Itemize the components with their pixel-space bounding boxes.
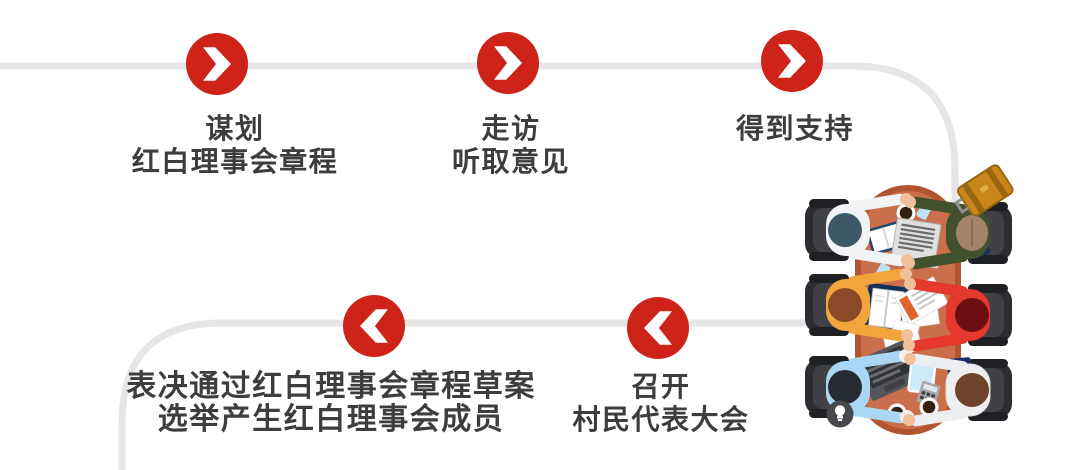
step-node-1 bbox=[186, 33, 248, 95]
step-label-1: 谋划 红白理事会章程 bbox=[132, 112, 339, 178]
step-label-line: 走访 bbox=[481, 113, 541, 144]
step-label-line: 谋划 bbox=[205, 113, 265, 144]
right-chevron-icon bbox=[203, 47, 231, 81]
step-node-5 bbox=[343, 295, 405, 357]
step-label-line: 选举产生红白理事会成员 bbox=[157, 403, 505, 436]
step-label-line: 村民代表大会 bbox=[572, 404, 750, 435]
step-label-line: 召开 bbox=[631, 371, 691, 402]
step-label-line: 听取意见 bbox=[451, 146, 571, 177]
step-node-2 bbox=[477, 32, 539, 94]
right-chevron-icon bbox=[778, 44, 806, 78]
step-label-5: 表决通过红白理事会章程草案 选举产生红白理事会成员 bbox=[126, 370, 536, 436]
left-chevron-icon bbox=[360, 309, 388, 343]
step-label-line: 得到支持 bbox=[735, 113, 855, 144]
step-label-3: 得到支持 bbox=[736, 112, 854, 145]
right-chevron-icon bbox=[494, 46, 522, 80]
step-node-3 bbox=[761, 30, 823, 92]
step-label-4: 召开 村民代表大会 bbox=[572, 370, 749, 436]
step-label-2: 走访 听取意见 bbox=[452, 112, 570, 178]
step-node-4 bbox=[627, 297, 689, 359]
step-label-line: 表决通过红白理事会章程草案 bbox=[126, 370, 536, 403]
step-label-line: 红白理事会章程 bbox=[131, 146, 339, 177]
left-chevron-icon bbox=[644, 311, 672, 345]
